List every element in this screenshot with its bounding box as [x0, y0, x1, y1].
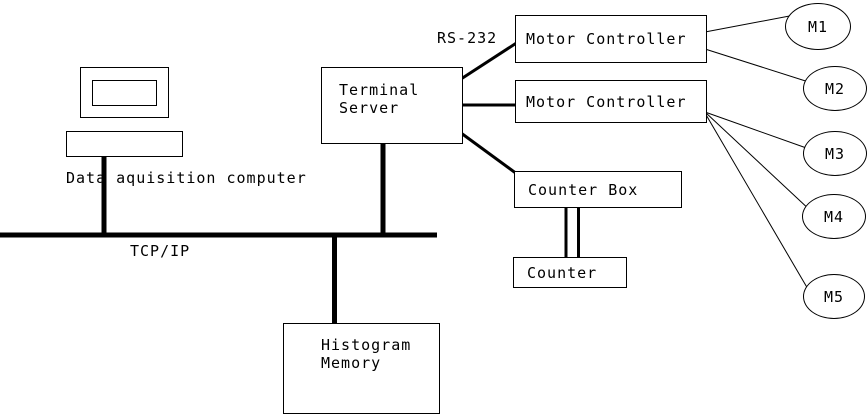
node-motor-m1: M1 — [785, 3, 851, 50]
edge-mc2-m4 — [704, 111, 813, 213]
node-motor-m4: M4 — [802, 194, 866, 239]
node-motor-m2: M2 — [803, 66, 867, 111]
computer-screen-icon — [92, 80, 157, 106]
edge-ts-motor-controller-1 — [460, 40, 519, 81]
rs232-label: RS-232 — [437, 29, 498, 47]
node-terminal-server: Terminal Server — [321, 67, 463, 144]
node-histogram-memory: Histogram Memory — [283, 323, 440, 414]
node-motor-controller-1: Motor Controller — [515, 15, 707, 63]
node-counter: Counter — [513, 257, 627, 288]
edge-mc1-m2 — [704, 48, 816, 85]
tcpip-label: TCP/IP — [130, 242, 191, 260]
node-counter-box: Counter Box — [514, 171, 682, 208]
computer-keyboard-icon — [66, 131, 183, 157]
node-motor-m5: M5 — [803, 274, 865, 319]
edge-mc2-m5 — [704, 112, 813, 297]
edge-mc1-m1 — [704, 13, 801, 33]
edge-mc2-m3 — [704, 111, 813, 151]
data-acquisition-computer-label: Data aquisition computer — [66, 169, 307, 187]
node-motor-m3: M3 — [803, 131, 867, 176]
edge-ts-counter-box — [460, 131, 518, 176]
node-motor-controller-2: Motor Controller — [515, 80, 707, 123]
